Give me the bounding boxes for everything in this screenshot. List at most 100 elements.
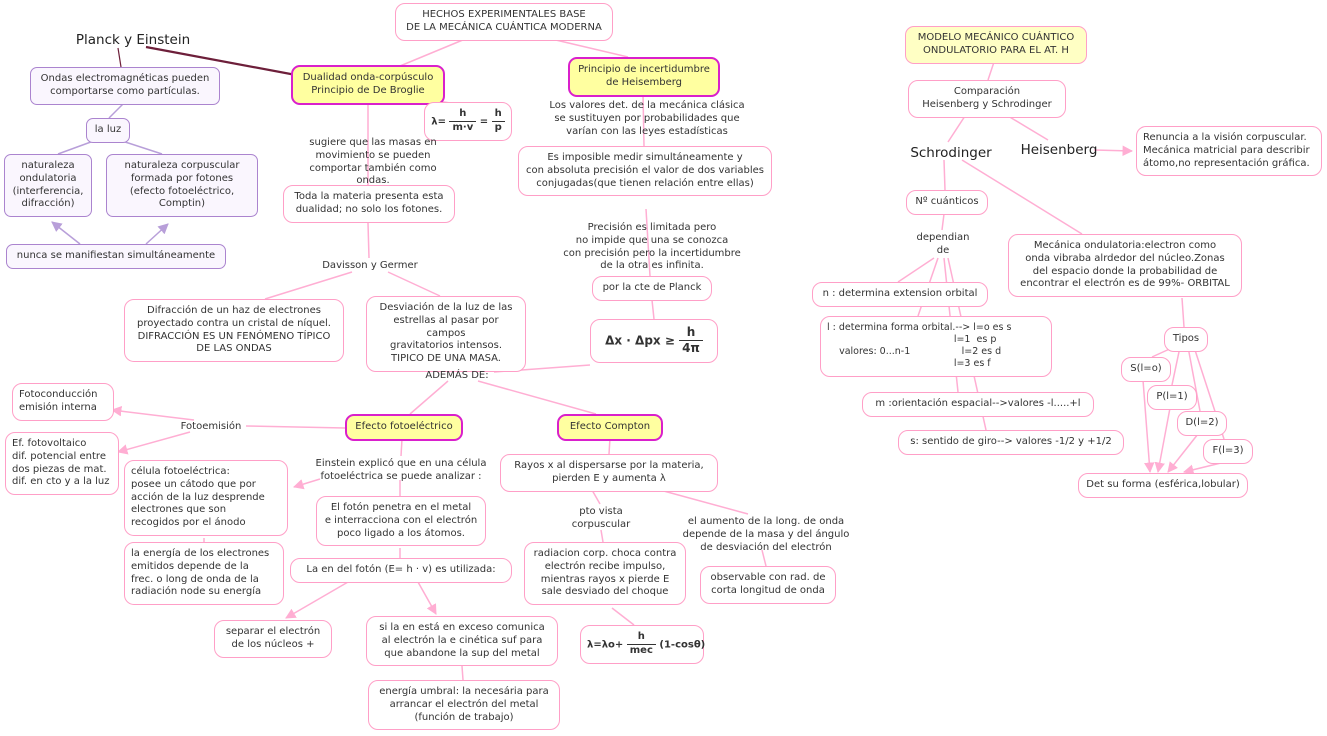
node-fotoemision[interactable]: Fotoemisión <box>180 421 242 432</box>
connector-line-35 <box>659 489 749 515</box>
connector-line-21 <box>245 425 346 429</box>
connector-line-31 <box>461 665 464 681</box>
connector-line-23 <box>116 431 191 455</box>
connector-line-39 <box>947 115 966 143</box>
connector-line-34 <box>600 529 604 543</box>
connector-line-3 <box>117 47 122 68</box>
connector-line-30 <box>417 581 437 615</box>
node-energia-electrones[interactable]: la energía de los electrones emitidos de… <box>124 542 284 606</box>
node-fotoconduccion[interactable]: Fotoconducción emisión interna <box>12 383 114 421</box>
node-pto-vista-corpuscular[interactable]: pto vista corpuscular <box>571 506 631 530</box>
node-renuncia-vision[interactable]: Renuncia a la visión corpuscular. Mecáni… <box>1136 126 1322 177</box>
node-m-orientacion[interactable]: m :orientación espacial-->valores -l....… <box>862 392 1094 417</box>
node-tipo-s[interactable]: S(l=o) <box>1121 357 1171 382</box>
node-efecto-fotoelectrico[interactable]: Efecto fotoeléctrico <box>345 414 463 441</box>
connector-line-16 <box>651 299 655 320</box>
connector-line-11 <box>367 222 370 259</box>
node-det-su-forma[interactable]: Det su forma (esférica,lobular) <box>1078 473 1248 498</box>
node-comparacion[interactable]: Comparación Heisenberg y Schrodinger <box>908 80 1066 118</box>
connector-line-37 <box>611 607 635 626</box>
connector-line-12 <box>264 271 353 300</box>
connector-line-49 <box>1181 297 1185 328</box>
node-nunca-simultaneamente[interactable]: nunca se manifiestan simultáneamente <box>6 244 226 269</box>
node-desviacion-luz[interactable]: Desviación de la luz de las estrellas al… <box>366 296 526 372</box>
node-energia-foton-utilizada[interactable]: La en del fotón (E= h · v) es utilizada: <box>290 558 512 583</box>
node-la-luz[interactable]: la luz <box>86 118 130 143</box>
connector-line-44 <box>941 213 945 231</box>
connector-line-24 <box>292 478 321 490</box>
connector-line-22 <box>110 405 195 421</box>
connector-line-19 <box>409 380 449 415</box>
node-davisson-germer[interactable]: Davisson y Germer <box>322 260 418 271</box>
node-celula-fotoelectrica[interactable]: célula fotoeléctrica: posee un cátodo qu… <box>124 460 288 536</box>
node-foton-penetra[interactable]: El fotón penetra en el metal e interracc… <box>316 496 486 547</box>
node-toda-la-materia[interactable]: Toda la materia presenta esta dualidad; … <box>283 185 455 223</box>
node-heisenberg[interactable]: Heisenberg <box>1020 142 1098 158</box>
node-tipo-d[interactable]: D(l=2) <box>1177 411 1227 436</box>
connector-line-20 <box>477 380 597 415</box>
node-numeros-cuanticos[interactable]: Nº cuánticos <box>906 190 988 215</box>
node-principio-incertidumbre[interactable]: Principio de incertidumbre de Heisemberg <box>568 57 720 97</box>
node-einstein-explico[interactable]: Einstein explicó que en una célula fotoe… <box>315 458 487 482</box>
connector-line-14 <box>642 93 645 147</box>
connector-line-45 <box>897 257 935 283</box>
node-ef-fotovoltaico[interactable]: Ef. fotovoltaico dif. potencial entre do… <box>5 432 119 496</box>
connector-line-7 <box>51 221 81 245</box>
node-aumento-longitud-onda[interactable]: el aumento de la long. de onda depende d… <box>682 516 850 553</box>
node-modelo-mecanico-cuantico[interactable]: MODELO MECÁNICO CUÁNTICO ONDULATORIO PAR… <box>905 26 1087 64</box>
connector-line-2 <box>145 45 297 77</box>
connector-line-54 <box>1142 379 1155 474</box>
node-mecanica-ondulatoria[interactable]: Mecánica ondulatoria:electron como onda … <box>1008 234 1242 298</box>
node-energia-en-exceso[interactable]: si la en está en exceso comunica al elec… <box>366 616 558 667</box>
connector-line-13 <box>387 271 441 297</box>
node-observable-rad-corta[interactable]: observable con rad. de corta longitud de… <box>700 566 836 604</box>
node-naturaleza-corpuscular[interactable]: naturaleza corpuscular formada por foton… <box>106 154 258 218</box>
node-ondas-electromagneticas[interactable]: Ondas electromagnéticas pueden comportar… <box>30 67 220 105</box>
node-difraccion-haz[interactable]: Difracción de un haz de electrones proye… <box>124 299 344 363</box>
node-naturaleza-ondulatoria[interactable]: naturaleza ondulatoria (interferencia, d… <box>4 154 92 218</box>
connector-line-43 <box>961 159 1083 235</box>
connector-line-15 <box>645 208 651 277</box>
connector-line-56 <box>1167 433 1199 473</box>
node-valores-det[interactable]: Los valores det. de la mecánica clásica … <box>549 100 745 137</box>
node-tipos[interactable]: Tipos <box>1164 327 1208 352</box>
connector-line-36 <box>761 549 767 567</box>
node-cte-de-planck[interactable]: por la cte de Planck <box>592 276 712 301</box>
node-s-sentido-giro[interactable]: s: sentido de giro--> valores -1/2 y +1/… <box>898 430 1124 455</box>
node-sugiere-masas[interactable]: sugiere que las masas en movimiento se p… <box>309 137 437 187</box>
node-separar-electron[interactable]: separar el electrón de los núcleos + <box>214 620 332 658</box>
node-precision-limitada[interactable]: Precisión es limitada pero no impide que… <box>563 222 741 272</box>
node-energia-umbral[interactable]: energía umbral: la necesária para arranc… <box>368 680 560 731</box>
node-dependian-de[interactable]: dependian de <box>916 232 970 256</box>
node-hechos-title[interactable]: HECHOS EXPERIMENTALES BASE DE LA MECÁNIC… <box>395 3 613 41</box>
node-schrodinger[interactable]: Schrodinger <box>910 145 992 161</box>
node-rayos-x[interactable]: Rayos x al dispersarse por la materia, p… <box>500 454 718 492</box>
node-imposible-medir[interactable]: Es imposible medir simultáneamente y con… <box>518 146 772 197</box>
node-ademas-de[interactable]: ADEMÁS DE: <box>425 370 489 381</box>
node-n-extension-orbital[interactable]: n : determina extension orbital <box>812 282 988 307</box>
connector-line-42 <box>943 159 946 191</box>
connector-line-40 <box>1007 115 1049 141</box>
node-radiacion-corp[interactable]: radiacion corp. choca contra electrón re… <box>524 542 686 606</box>
connector-line-25 <box>400 438 403 457</box>
node-planck-einstein[interactable]: Planck y Einstein <box>75 32 191 48</box>
node-tipo-f[interactable]: F(l=3) <box>1203 439 1253 464</box>
node-l-forma-orbital[interactable]: l : determina forma orbital.--> l=o es s… <box>820 316 1052 377</box>
connector-line-33 <box>591 489 601 505</box>
connector-line-29 <box>285 581 349 619</box>
node-dualidad-de-broglie[interactable]: Dualidad onda-corpúsculo Principio de De… <box>291 65 445 105</box>
node-tipo-p[interactable]: P(l=1) <box>1147 385 1197 410</box>
connector-line-51 <box>1171 346 1181 386</box>
connector-line-4 <box>108 103 124 119</box>
connector-line-55 <box>1154 407 1171 474</box>
node-efecto-compton[interactable]: Efecto Compton <box>557 414 663 441</box>
connector-line-41 <box>1093 145 1134 156</box>
